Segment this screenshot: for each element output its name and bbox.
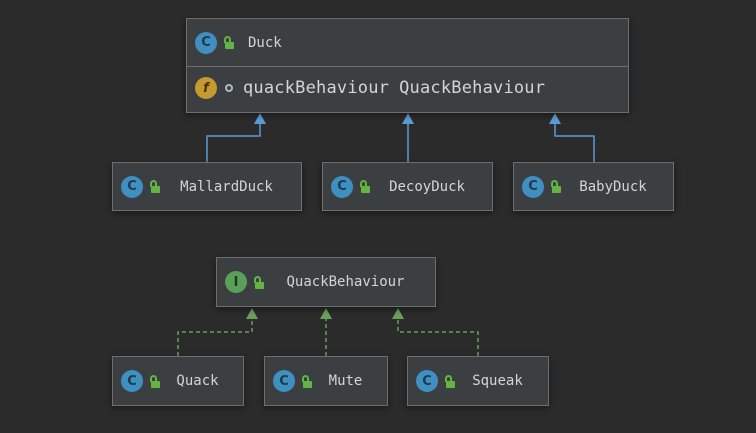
decoyduck-class-name: DecoyDuck (389, 178, 465, 195)
edge-quack-implements (177, 318, 253, 356)
edge-mallardduck-extends-duck (206, 122, 261, 162)
field-row-quackbehaviour[interactable]: f quackBehaviour QuackBehaviour (187, 67, 628, 109)
decoyduck-class-node[interactable]: C DecoyDuck (322, 162, 493, 211)
class-icon: C (416, 370, 438, 392)
arrowhead-babyduck (549, 113, 561, 124)
babyduck-class-name: BabyDuck (579, 178, 647, 195)
arrowhead-squeak (392, 308, 404, 319)
edge-squeak-implements (397, 318, 479, 356)
squeak-class-name: Squeak (472, 373, 523, 389)
extends-edges (206, 122, 595, 162)
quackbehaviour-interface-name: QuackBehaviour (286, 274, 405, 290)
quack-class-header: C Quack (113, 357, 243, 405)
arrowhead-mallardduck (254, 113, 266, 124)
lock-icon (301, 374, 312, 388)
class-icon: C (273, 370, 295, 392)
arrowhead-quack (246, 308, 258, 319)
extends-arrowheads (254, 113, 561, 124)
lock-icon (444, 374, 455, 388)
field-type: QuackBehaviour (399, 78, 546, 98)
implements-edges (177, 318, 479, 356)
arrowhead-decoyduck (402, 113, 414, 124)
mallardduck-class-name: MallardDuck (180, 178, 273, 195)
package-visibility-icon (225, 84, 233, 92)
decoyduck-class-header: C DecoyDuck (323, 163, 492, 210)
duck-class-node[interactable]: C Duck f quackBehaviour QuackBehaviour (186, 18, 629, 113)
mallardduck-class-header: C MallardDuck (113, 163, 301, 210)
edge-babyduck-extends-duck (554, 122, 595, 162)
duck-class-name: Duck (248, 34, 282, 51)
squeak-class-node[interactable]: C Squeak (407, 356, 549, 406)
field-icon: f (195, 77, 217, 99)
mallardduck-class-node[interactable]: C MallardDuck (112, 162, 302, 211)
quack-class-name: Quack (176, 373, 219, 389)
arrowhead-mute (320, 308, 332, 319)
duck-class-header: C Duck (187, 19, 628, 67)
quackbehaviour-interface-node[interactable]: I QuackBehaviour (216, 257, 436, 307)
quackbehaviour-interface-header: I QuackBehaviour (217, 258, 435, 306)
class-icon: C (331, 175, 353, 198)
lock-icon (253, 275, 264, 289)
mute-class-header: C Mute (265, 357, 387, 405)
lock-icon (149, 180, 160, 193)
squeak-class-header: C Squeak (408, 357, 548, 405)
class-icon: C (121, 175, 143, 198)
quack-class-node[interactable]: C Quack (112, 356, 244, 406)
lock-icon (149, 374, 160, 388)
mute-class-name: Mute (328, 373, 363, 389)
babyduck-class-node[interactable]: C BabyDuck (513, 162, 674, 211)
lock-icon (223, 36, 234, 49)
class-icon: C (195, 31, 217, 54)
mute-class-node[interactable]: C Mute (264, 356, 388, 406)
lock-icon (550, 180, 561, 193)
interface-icon: I (225, 271, 247, 293)
class-icon: C (121, 370, 143, 392)
lock-icon (359, 180, 370, 193)
implements-arrowheads (246, 308, 404, 319)
class-icon: C (522, 175, 544, 198)
field-name: quackBehaviour (243, 78, 390, 98)
babyduck-class-header: C BabyDuck (514, 163, 673, 210)
